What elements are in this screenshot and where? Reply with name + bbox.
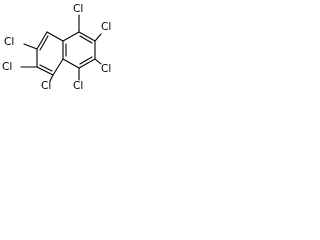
chlorine-label-bottom-left: Cl [41, 80, 51, 92]
bond-c7-cl [23, 43, 38, 50]
naphthalene-structure-diagram: Cl Cl Cl Cl Cl Cl Cl [2, 3, 111, 92]
bond-c8a-c1 [62, 31, 80, 42]
chlorine-label-upper-left: Cl [4, 36, 14, 48]
chlorine-label-upper-right: Cl [101, 21, 111, 33]
right-ring [62, 31, 96, 69]
atom-labels: Cl Cl Cl Cl Cl Cl Cl [2, 3, 111, 92]
bond-c8-c8a [46, 31, 64, 42]
bond-c3-cl [94, 58, 102, 65]
bond-c2-cl [94, 33, 102, 42]
bond-c5-c6 [36, 66, 54, 76]
bond-c4-c4a [62, 58, 80, 69]
double-bond-c5-c6 [39, 64, 53, 72]
chlorine-label-top: Cl [73, 3, 83, 15]
bond-c1-c2 [78, 31, 96, 42]
bond-c5-cl [49, 74, 54, 82]
substituent-bonds [20, 14, 102, 82]
chlorine-label-lower-right: Cl [101, 63, 111, 75]
double-bond-c1-c2 [79, 35, 93, 44]
double-bond-c3-c4 [79, 56, 93, 65]
bond-c7-c8 [36, 31, 48, 50]
chlorine-label-bottom-right: Cl [73, 80, 83, 92]
bond-c4a-c5 [52, 58, 64, 76]
chlorine-label-mid-left: Cl [2, 61, 12, 73]
double-bond-c7-c8 [39, 35, 49, 51]
bond-c3-c4 [78, 58, 96, 69]
left-ring [36, 31, 64, 76]
